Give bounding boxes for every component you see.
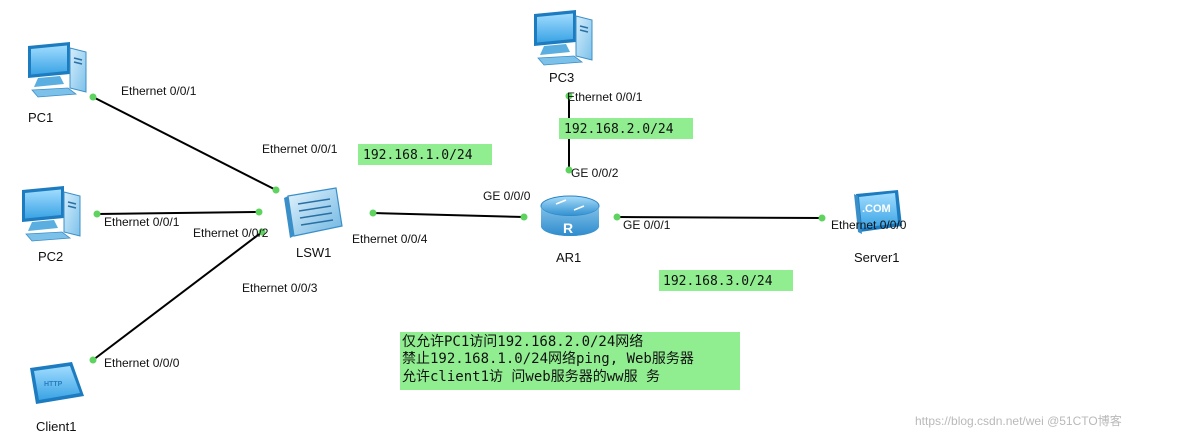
- port-label: GE 0/0/2: [571, 166, 619, 180]
- server-icon: .COM: [854, 190, 902, 234]
- network-label-bg: [659, 270, 793, 291]
- link-pc2-lsw1: [96, 211, 260, 215]
- port-label: GE 0/0/0: [483, 189, 531, 203]
- network-label-bg: [559, 118, 693, 139]
- link-pc1-lsw1: [92, 96, 277, 191]
- port-dot: [89, 356, 97, 364]
- device-pc2[interactable]: PC2: [21, 185, 81, 264]
- device-lsw1[interactable]: LSW1: [284, 187, 343, 260]
- port-label: Ethernet 0/0/4: [352, 232, 428, 246]
- port-dot: [818, 214, 826, 222]
- network-label-net3: 192.168.3.0/24: [663, 274, 773, 289]
- device-pc1[interactable]: PC1: [27, 41, 87, 125]
- device-label-pc3: PC3: [549, 70, 574, 85]
- port-dot: [258, 228, 266, 236]
- port-label: Ethernet 0/0/1: [121, 84, 197, 98]
- client-badge: HTTP: [44, 381, 63, 388]
- note-line-2: 禁止192.168.1.0/24网络ping, Web服务器: [402, 351, 694, 367]
- device-server1[interactable]: .COM Server1: [854, 190, 902, 265]
- device-label-pc1: PC1: [28, 110, 53, 125]
- port-label: Ethernet 0/0/1: [104, 215, 180, 229]
- notes-bg: [400, 332, 740, 390]
- device-client1[interactable]: HTTP Client1: [0, 362, 84, 434]
- device-label-server1: Server1: [854, 250, 900, 265]
- device-label-client1: Client1: [36, 419, 76, 434]
- pc-icon: [27, 41, 87, 98]
- port-label: Ethernet 0/0/1: [567, 90, 643, 104]
- device-label-pc2: PC2: [38, 249, 63, 264]
- server-badge: .COM: [862, 203, 891, 215]
- network-label-net1: 192.168.1.0/24: [363, 148, 473, 163]
- port-dot: [89, 93, 97, 101]
- device-label-lsw1: LSW1: [296, 245, 331, 260]
- pc-icon: [21, 185, 81, 242]
- note-line-1: 仅允许PC1访问192.168.2.0/24网络: [402, 334, 643, 350]
- port-label: Ethernet 0/0/2: [193, 226, 269, 240]
- port-label: Ethernet 0/0/1: [262, 142, 338, 156]
- port-dot: [520, 213, 528, 221]
- port-dot: [565, 166, 573, 174]
- link-lsw1-ar1: [372, 212, 525, 218]
- port-dot: [272, 186, 280, 194]
- link-ar1-server1: [616, 216, 823, 219]
- port-label: Ethernet 0/0/0: [831, 218, 907, 232]
- port-labels: Ethernet 0/0/1 Ethernet 0/0/1 Ethernet 0…: [104, 84, 907, 370]
- port-label: Ethernet 0/0/3: [242, 281, 318, 295]
- watermark: https://blog.csdn.net/wei @51CTO博客: [915, 413, 1122, 428]
- port-dot: [613, 213, 621, 221]
- port-label: Ethernet 0/0/0: [104, 356, 180, 370]
- acl-notes: 仅允许PC1访问192.168.2.0/24网络 禁止192.168.1.0/2…: [400, 332, 740, 390]
- device-label-ar1: AR1: [556, 250, 581, 265]
- device-pc3[interactable]: PC3: [533, 9, 593, 85]
- port-dot: [565, 92, 573, 100]
- device-ar1[interactable]: R AR1: [540, 195, 600, 265]
- port-dot: [369, 209, 377, 217]
- router-icon: R: [540, 195, 600, 236]
- link-client1-lsw1: [92, 231, 263, 361]
- pc-icon: [533, 9, 593, 66]
- network-label-bg: [358, 144, 492, 165]
- router-badge: R: [563, 220, 573, 236]
- switch-icon: [284, 187, 343, 238]
- port-dot: [255, 208, 263, 216]
- port-label: GE 0/0/1: [623, 218, 671, 232]
- note-line-3: 允许client1访 问web服务器的ww服 务: [402, 369, 660, 385]
- port-dot: [93, 210, 101, 218]
- network-labels: 192.168.1.0/24 192.168.2.0/24 192.168.3.…: [358, 118, 793, 291]
- port-dots: [89, 92, 826, 364]
- network-label-net2: 192.168.2.0/24: [564, 122, 674, 137]
- client-icon: HTTP: [0, 362, 84, 404]
